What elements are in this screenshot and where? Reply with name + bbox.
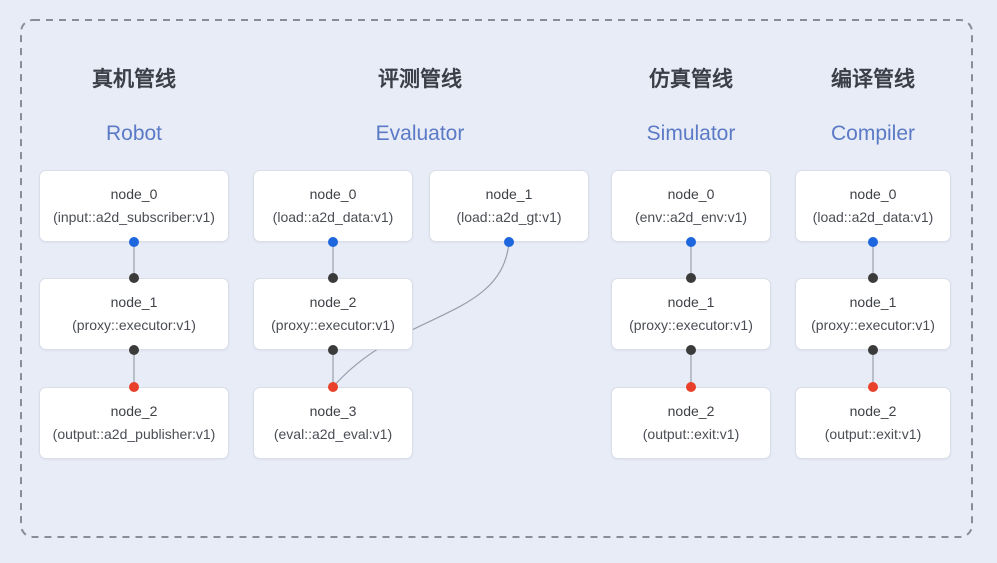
node-box: node_3 (eval::a2d_eval:v1) xyxy=(253,387,413,459)
port-dot-red xyxy=(328,382,338,392)
pipeline-subtitle-robot: Robot xyxy=(105,122,163,145)
pipeline-subtitle-compiler: Compiler xyxy=(830,122,916,145)
port-dot-black xyxy=(129,345,139,355)
node-type: (env::a2d_env:v1) xyxy=(634,209,748,225)
port-dot-black xyxy=(328,273,338,283)
port-dot-black xyxy=(686,345,696,355)
port-dot-blue xyxy=(868,237,878,247)
pipeline-subtitle-evaluator: Evaluator xyxy=(375,122,465,145)
node-box: node_2 (output::a2d_publisher:v1) xyxy=(39,387,229,459)
node-box: node_1 (proxy::executor:v1) xyxy=(795,278,951,350)
node-type: (output::exit:v1) xyxy=(642,426,740,442)
pipeline-title-evaluator-zh: 评测管线 xyxy=(378,68,462,91)
port-dot-blue xyxy=(686,237,696,247)
node-type: (load::a2d_data:v1) xyxy=(272,209,394,225)
node-type: (load::a2d_gt:v1) xyxy=(456,209,562,225)
port-dot-red xyxy=(686,382,696,392)
port-dot-blue xyxy=(129,237,139,247)
port-dot-black xyxy=(686,273,696,283)
edge-curve-gt-to-eval xyxy=(332,241,510,388)
node-type: (load::a2d_data:v1) xyxy=(812,209,934,225)
node-box: node_2 (proxy::executor:v1) xyxy=(253,278,413,350)
pipeline-title-compiler-zh: 编译管线 xyxy=(831,68,915,91)
node-name: node_2 xyxy=(667,403,715,419)
node-name: node_3 xyxy=(309,403,357,419)
node-box: node_2 (output::exit:v1) xyxy=(611,387,771,459)
node-name: node_0 xyxy=(309,186,357,202)
node-name: node_1 xyxy=(485,186,533,202)
node-name: node_1 xyxy=(110,294,158,310)
node-type: (proxy::executor:v1) xyxy=(271,317,395,333)
node-type: (input::a2d_subscriber:v1) xyxy=(53,209,215,225)
port-dot-red xyxy=(868,382,878,392)
node-name: node_0 xyxy=(667,186,715,202)
node-type: (proxy::executor:v1) xyxy=(811,317,935,333)
port-dot-black xyxy=(868,345,878,355)
port-dot-blue xyxy=(504,237,514,247)
node-name: node_0 xyxy=(849,186,897,202)
node-name: node_1 xyxy=(849,294,897,310)
port-dot-red xyxy=(129,382,139,392)
node-name: node_2 xyxy=(110,403,158,419)
node-box: node_0 (load::a2d_data:v1) xyxy=(795,170,951,242)
node-box: node_0 (env::a2d_env:v1) xyxy=(611,170,771,242)
port-dot-black xyxy=(328,345,338,355)
port-dot-black xyxy=(868,273,878,283)
node-name: node_1 xyxy=(667,294,715,310)
pipeline-title-robot-zh: 真机管线 xyxy=(92,68,176,91)
node-type: (proxy::executor:v1) xyxy=(629,317,753,333)
pipeline-title-simulator-zh: 仿真管线 xyxy=(649,68,733,91)
node-type: (proxy::executor:v1) xyxy=(72,317,196,333)
port-dot-blue xyxy=(328,237,338,247)
node-name: node_2 xyxy=(309,294,357,310)
node-box: node_0 (input::a2d_subscriber:v1) xyxy=(39,170,229,242)
node-box: node_0 (load::a2d_data:v1) xyxy=(253,170,413,242)
node-name: node_2 xyxy=(849,403,897,419)
port-dot-black xyxy=(129,273,139,283)
node-name: node_0 xyxy=(110,186,158,202)
node-type: (eval::a2d_eval:v1) xyxy=(273,426,393,442)
node-box: node_1 (proxy::executor:v1) xyxy=(39,278,229,350)
pipeline-subtitle-simulator: Simulator xyxy=(646,122,736,145)
node-box: node_1 (load::a2d_gt:v1) xyxy=(429,170,589,242)
node-type: (output::a2d_publisher:v1) xyxy=(52,426,216,442)
node-type: (output::exit:v1) xyxy=(824,426,922,442)
node-box: node_1 (proxy::executor:v1) xyxy=(611,278,771,350)
node-box: node_2 (output::exit:v1) xyxy=(795,387,951,459)
